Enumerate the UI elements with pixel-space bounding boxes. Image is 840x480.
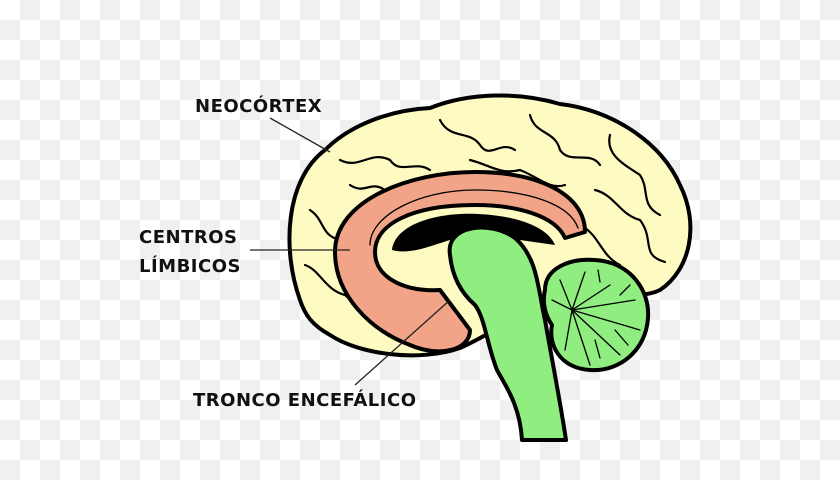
cerebellum-folia [551, 269, 641, 366]
brainstem-region [447, 225, 568, 442]
cerebellum-region [541, 257, 651, 373]
limbic-region [333, 170, 587, 354]
brainstem-label: TRONCO ENCEFÁLICO [193, 389, 417, 411]
limbic-label-line2: LÍMBICOS [139, 255, 241, 277]
neocortex-leader-line [269, 117, 331, 153]
neocortex-label: NEOCÓRTEX [195, 95, 322, 117]
limbic-label-line1: CENTROS [139, 227, 237, 248]
brainstem-leader-line [354, 299, 451, 386]
